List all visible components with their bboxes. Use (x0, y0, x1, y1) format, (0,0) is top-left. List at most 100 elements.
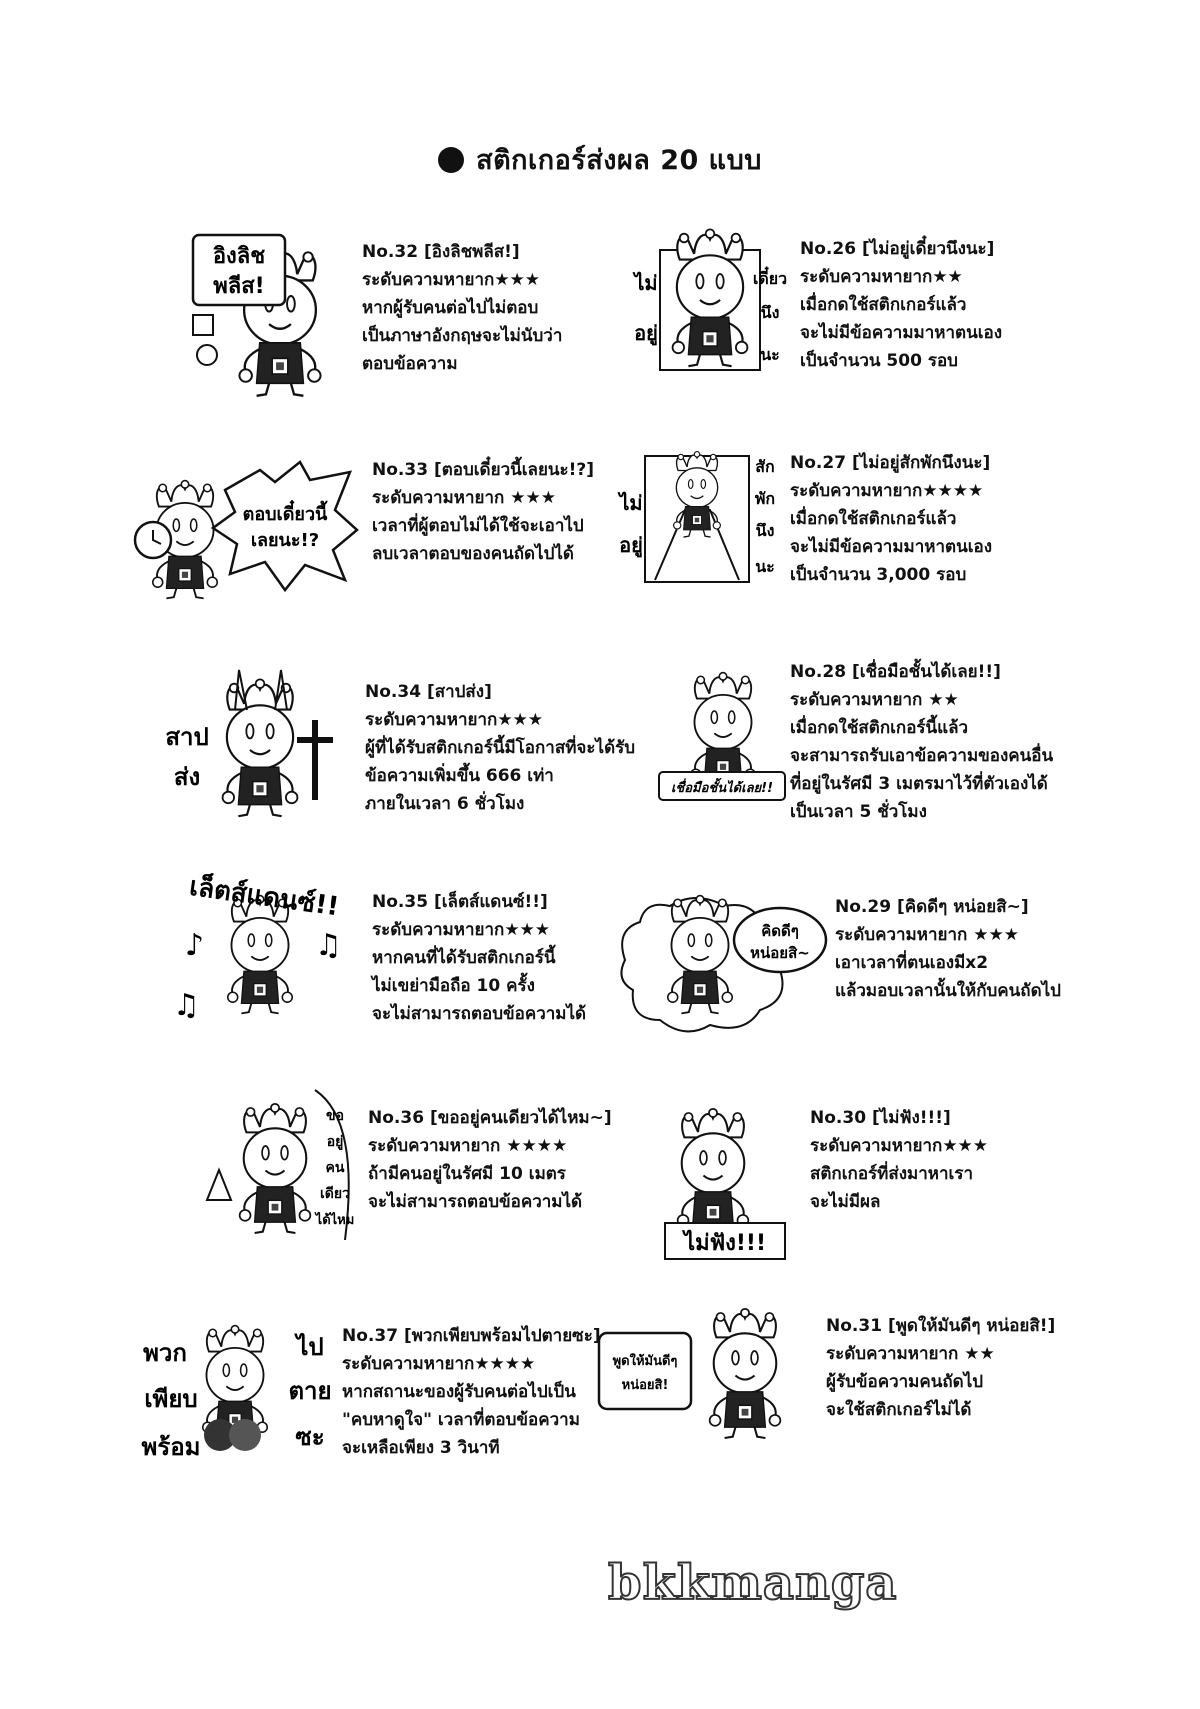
sticker-no36-line: จะไม่สามารถตอบข้อความได้ (368, 1192, 583, 1212)
sticker-no32-line: เป็นภาษาอังกฤษจะไม่นับว่า (362, 326, 563, 346)
sticker-no29-line: เอาเวลาที่ตนเองมีx2 (835, 953, 989, 973)
sticker-no37-heading: No.37 [พวกเพียบพร้อมไปตายซะ] (342, 1326, 601, 1346)
sticker-no26-art-text-5: นะ (760, 345, 780, 364)
sticker-no37-line: "คบหาดูใจ" เวลาที่ตอบข้อความ (342, 1410, 580, 1430)
sticker-no32-heading: No.32 [อิงลิชพลีส!] (362, 242, 520, 262)
sticker-no34-line: ภายในเวลา 6 ชั่วโมง (365, 794, 525, 814)
sticker-no26-line: ระดับความหายาก★★ (800, 267, 963, 287)
sticker-no28-heading: No.28 [เชื่อมือชั้นได้เลย!!] (790, 662, 1001, 682)
sticker-no27-art: ไม่ อยู่ สัก พัก นึง นะ (617, 450, 775, 583)
sticker-no26-line: เมื่อกดใช้สติกเกอร์แล้ว (800, 295, 967, 315)
sticker-no35-line: ระดับความหายาก★★★ (372, 920, 551, 940)
sticker-no33-art-text-1: ตอบเดี๋ยวนี้ (243, 500, 329, 525)
sticker-no32-line: ตอบข้อความ (362, 354, 458, 374)
sticker-no31-heading: No.31 [พูดให้มันดีๆ หน่อยสิ!] (826, 1316, 1056, 1336)
sticker-no30-line: จะไม่มีผล (810, 1192, 881, 1212)
sticker-no32-art-text-1: อิงลิช (213, 244, 265, 269)
bullet-dot (438, 147, 465, 173)
sticker-no34-line: ผู้ที่ได้รับสติกเกอร์นี้มีโอกาสที่จะได้ร… (365, 738, 636, 758)
sticker-no27-art-text-5: นึง (756, 521, 775, 540)
sticker-no37-art-text-2: เพียบ (144, 1385, 197, 1413)
sticker-no27-line: เมื่อกดใช้สติกเกอร์แล้ว (790, 509, 957, 529)
sticker-no36-line: ถ้ามีคนอยู่ในรัศมี 10 เมตร (368, 1164, 566, 1184)
sticker-no26-line: เป็นจำนวน 500 รอบ (800, 351, 958, 371)
sticker-no27-art-text-2: อยู่ (619, 533, 643, 559)
sticker-no32-art-text-2: พลีส! (213, 274, 264, 299)
sticker-no37-art-text-1: พวก (143, 1339, 187, 1367)
sticker-no27-line: ระดับความหายาก★★★★ (790, 481, 984, 501)
sticker-no34-line: ข้อความเพิ่มขึ้น 666 เท่า (365, 766, 554, 786)
sticker-no36-heading: No.36 [ขออยู่คนเดียวได้ไหม~] (368, 1108, 612, 1128)
sticker-no28-line: ระดับความหายาก ★★ (790, 690, 959, 710)
sticker-no35-line: ไม่เขย่ามือถือ 10 ครั้ง (372, 976, 535, 996)
sticker-no33-art-text-2: เลยนะ!? (251, 530, 319, 551)
sticker-no26-line: จะไม่มีข้อความมาหาตนเอง (800, 323, 1003, 343)
sticker-no27-art-text-3: สัก (755, 457, 774, 476)
sticker-no30-line: ระดับความหายาก★★★ (810, 1136, 989, 1156)
sticker-no27-art-text-4: พัก (755, 489, 775, 508)
sticker-no36-line: ระดับความหายาก ★★★★ (368, 1136, 568, 1156)
sticker-no30-line: สติกเกอร์ที่ส่งมาหาเรา (810, 1164, 974, 1184)
music-note-icon: ♪ (185, 928, 204, 963)
sticker-no26-art-text-4: นึง (761, 303, 780, 322)
sticker-no37-line: ระดับความหายาก★★★★ (342, 1354, 536, 1374)
sticker-no32-line: หากผู้รับคนต่อไปไม่ตอบ (362, 298, 539, 318)
sticker-no36-art-text-1: ขอ (326, 1108, 344, 1124)
sticker-no37-art-text-5: ตาย (288, 1377, 331, 1405)
sticker-no31-art-text-1: พูดให้มันดีๆ (613, 1352, 678, 1369)
sticker-no30-heading: No.30 [ไม่ฟัง!!!] (810, 1108, 951, 1128)
sticker-no37-art-text-6: ซะ (295, 1423, 324, 1451)
sticker-no28-line: เมื่อกดใช้สติกเกอร์นี้แล้ว (790, 718, 969, 738)
sticker-no29-art-text-2: หน่อยสิ~ (750, 944, 810, 962)
sticker-no37-art-text-3: พร้อม (142, 1433, 201, 1461)
sticker-no26-art: ไม่ อยู่ เดี๋ยว นึง นะ (632, 228, 787, 371)
sticker-no31-line: ระดับความหายาก ★★ (826, 1344, 995, 1364)
sticker-no30-art: ไม่ฟัง!!! (664, 1107, 786, 1260)
sticker-no33-art: ตอบเดี๋ยวนี้ เลยนะ!? (133, 460, 359, 600)
sticker-no29-line: แล้วมอบเวลานั้นให้กับคนถัดไป (835, 981, 1061, 1001)
sticker-no30-art-text-1: ไม่ฟัง!!! (682, 1229, 766, 1256)
sticker-no27-line: จะไม่มีข้อความมาหาตนเอง (790, 537, 993, 557)
sticker-no28-line: เป็นเวลา 5 ชั่วโมง (790, 802, 927, 822)
music-note-icon: ♫ (315, 928, 342, 963)
sticker-no34-line: ระดับความหายาก★★★ (365, 710, 544, 730)
sticker-no37-art: พวก เพียบ พร้อม ไป ตาย ซะ (142, 1324, 332, 1461)
sticker-no37-art-text-4: ไป (293, 1332, 323, 1361)
page-title: สติกเกอร์ส่งผล 20 แบบ (0, 138, 1200, 181)
sticker-no36-art-text-5: ได้ไหม (314, 1211, 355, 1228)
sticker-no35-heading: No.35 [เล็ตส์แดนซ์!!] (372, 892, 548, 912)
sticker-no29-line: ระดับความหายาก ★★★ (835, 925, 1019, 945)
sticker-no28-line: ที่อยู่ในรัศมี 3 เมตรมาไว้ที่ตัวเองได้ (790, 774, 1048, 794)
sticker-no26-art-text-2: อยู่ (634, 321, 658, 347)
sticker-no34-art-text-1: สาป (165, 723, 208, 751)
sticker-no35-art: เล็ตส์แดนซ์!! ♪ ♫ ♫ (173, 870, 342, 1023)
sticker-no36-art-text-4: เดียว (320, 1186, 350, 1202)
sticker-no29-art: คิดดีๆ หน่อยสิ~ (620, 894, 828, 1033)
sticker-no34-art-text-2: ส่ง (174, 763, 200, 791)
sticker-no29-heading: No.29 [คิดดีๆ หน่อยสิ~] (835, 897, 1029, 917)
sticker-no31-line: จะใช้สติกเกอร์ไม่ได้ (826, 1400, 972, 1420)
sticker-no33-heading: No.33 [ตอบเดี๋ยวนี้เลยนะ!?] (372, 460, 595, 480)
sticker-no36-art-text-3: คน (326, 1160, 345, 1176)
sticker-no37-line: จะเหลือเพียง 3 วินาที (342, 1438, 500, 1458)
sticker-no36-art: ขอ อยู่ คน เดียว ได้ไหม (205, 1089, 355, 1241)
sticker-no33-line: ระดับความหายาก ★★★ (372, 488, 556, 508)
sticker-no28-art: เชื่อมือชั้นได้เลย!! (658, 671, 786, 801)
sticker-no26-heading: No.26 [ไม่อยู่เดี๋ยวนึงนะ] (800, 239, 995, 259)
sticker-no35-line: จะไม่สามารถตอบข้อความได้ (372, 1004, 587, 1024)
music-note-icon: ♫ (173, 988, 200, 1023)
sticker-no26-art-text-1: ไม่ (632, 271, 657, 295)
sticker-no27-line: เป็นจำนวน 3,000 รอบ (790, 565, 967, 585)
sticker-no27-art-text-6: นะ (755, 557, 775, 576)
sticker-no36-art-text-2: อยู่ (327, 1134, 344, 1150)
sticker-no31-line: ผู้รับข้อความคนถัดไป (826, 1372, 984, 1392)
page-title-text: สติกเกอร์ส่งผล 20 แบบ (476, 145, 762, 176)
sticker-no27-heading: No.27 [ไม่อยู่สักพักนึงนะ] (790, 453, 991, 473)
sticker-no32-line: ระดับความหายาก★★★ (362, 270, 541, 290)
sticker-no35-line: หากคนที่ได้รับสติกเกอร์นี้ (372, 948, 556, 968)
sticker-no27-art-text-1: ไม่ (617, 491, 642, 515)
sticker-no28-line: จะสามารถรับเอาข้อความของคนอื่น (790, 746, 1054, 766)
sticker-no32-art: อิงลิช พลีส! (191, 233, 322, 398)
sticker-no26-art-text-3: เดี๋ยว (753, 266, 787, 288)
sticker-no34-heading: No.34 [สาปส่ง] (365, 682, 492, 702)
